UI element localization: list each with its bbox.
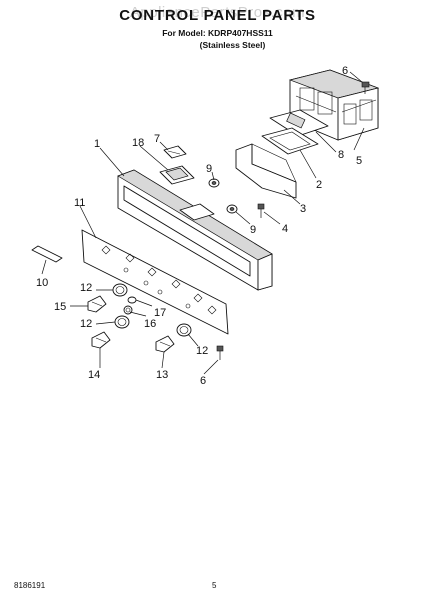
callout-12-right: 12 — [196, 345, 208, 357]
document-number: 8186191 — [14, 581, 46, 590]
callout-3: 3 — [300, 203, 306, 215]
callout-15: 15 — [54, 301, 66, 313]
callout-4: 4 — [282, 223, 288, 235]
finish-line: (Stainless Steel) — [199, 40, 266, 50]
callout-6-top: 6 — [342, 65, 348, 77]
knob-ring-middle-part — [114, 315, 130, 329]
knob-15-part — [87, 295, 107, 313]
page-number: 5 — [212, 581, 217, 590]
callout-2: 2 — [316, 179, 322, 191]
knob-ring-upper-part — [112, 283, 128, 297]
callout-9-lower: 9 — [250, 224, 256, 236]
callout-12-middle: 12 — [80, 318, 92, 330]
page-title: CONTROL PANEL PARTS — [119, 7, 316, 24]
callout-7: 7 — [154, 133, 160, 145]
knob-14-part — [91, 331, 111, 349]
callout-10: 10 — [36, 277, 48, 289]
callout-1: 1 — [94, 138, 100, 150]
clip-16-part — [123, 305, 133, 315]
callout-5: 5 — [356, 155, 362, 167]
clip-lower-part — [226, 204, 238, 214]
callout-17: 17 — [154, 307, 166, 319]
mounting-bracket-part — [235, 143, 297, 199]
callout-6-bottom: 6 — [200, 375, 206, 387]
knob-13-part — [155, 335, 175, 353]
control-console-part — [117, 169, 273, 291]
spring-17-part — [127, 296, 137, 304]
lens-strip-part — [31, 245, 63, 263]
backing-plate-part — [81, 229, 229, 335]
clip-upper-part — [208, 178, 220, 188]
model-line: For Model: KDRP407HSS11 — [162, 28, 273, 38]
callout-13: 13 — [156, 369, 168, 381]
callout-9-upper: 9 — [206, 163, 212, 175]
callout-18: 18 — [132, 137, 144, 149]
callout-16: 16 — [144, 318, 156, 330]
callout-12-upper: 12 — [80, 282, 92, 294]
label-part — [163, 145, 187, 159]
knob-ring-right-part — [176, 323, 192, 337]
callout-8: 8 — [338, 149, 344, 161]
badge-part — [159, 165, 195, 185]
bracket-part — [261, 127, 319, 155]
screw-mid-part — [257, 203, 265, 218]
watermark: AppliancePartsPros.com — [129, 4, 306, 21]
leader-lines — [41, 71, 365, 375]
screw-bottom-part — [216, 345, 224, 360]
callout-14: 14 — [88, 369, 100, 381]
screw-top-part — [361, 81, 370, 94]
callout-11: 11 — [74, 197, 85, 209]
